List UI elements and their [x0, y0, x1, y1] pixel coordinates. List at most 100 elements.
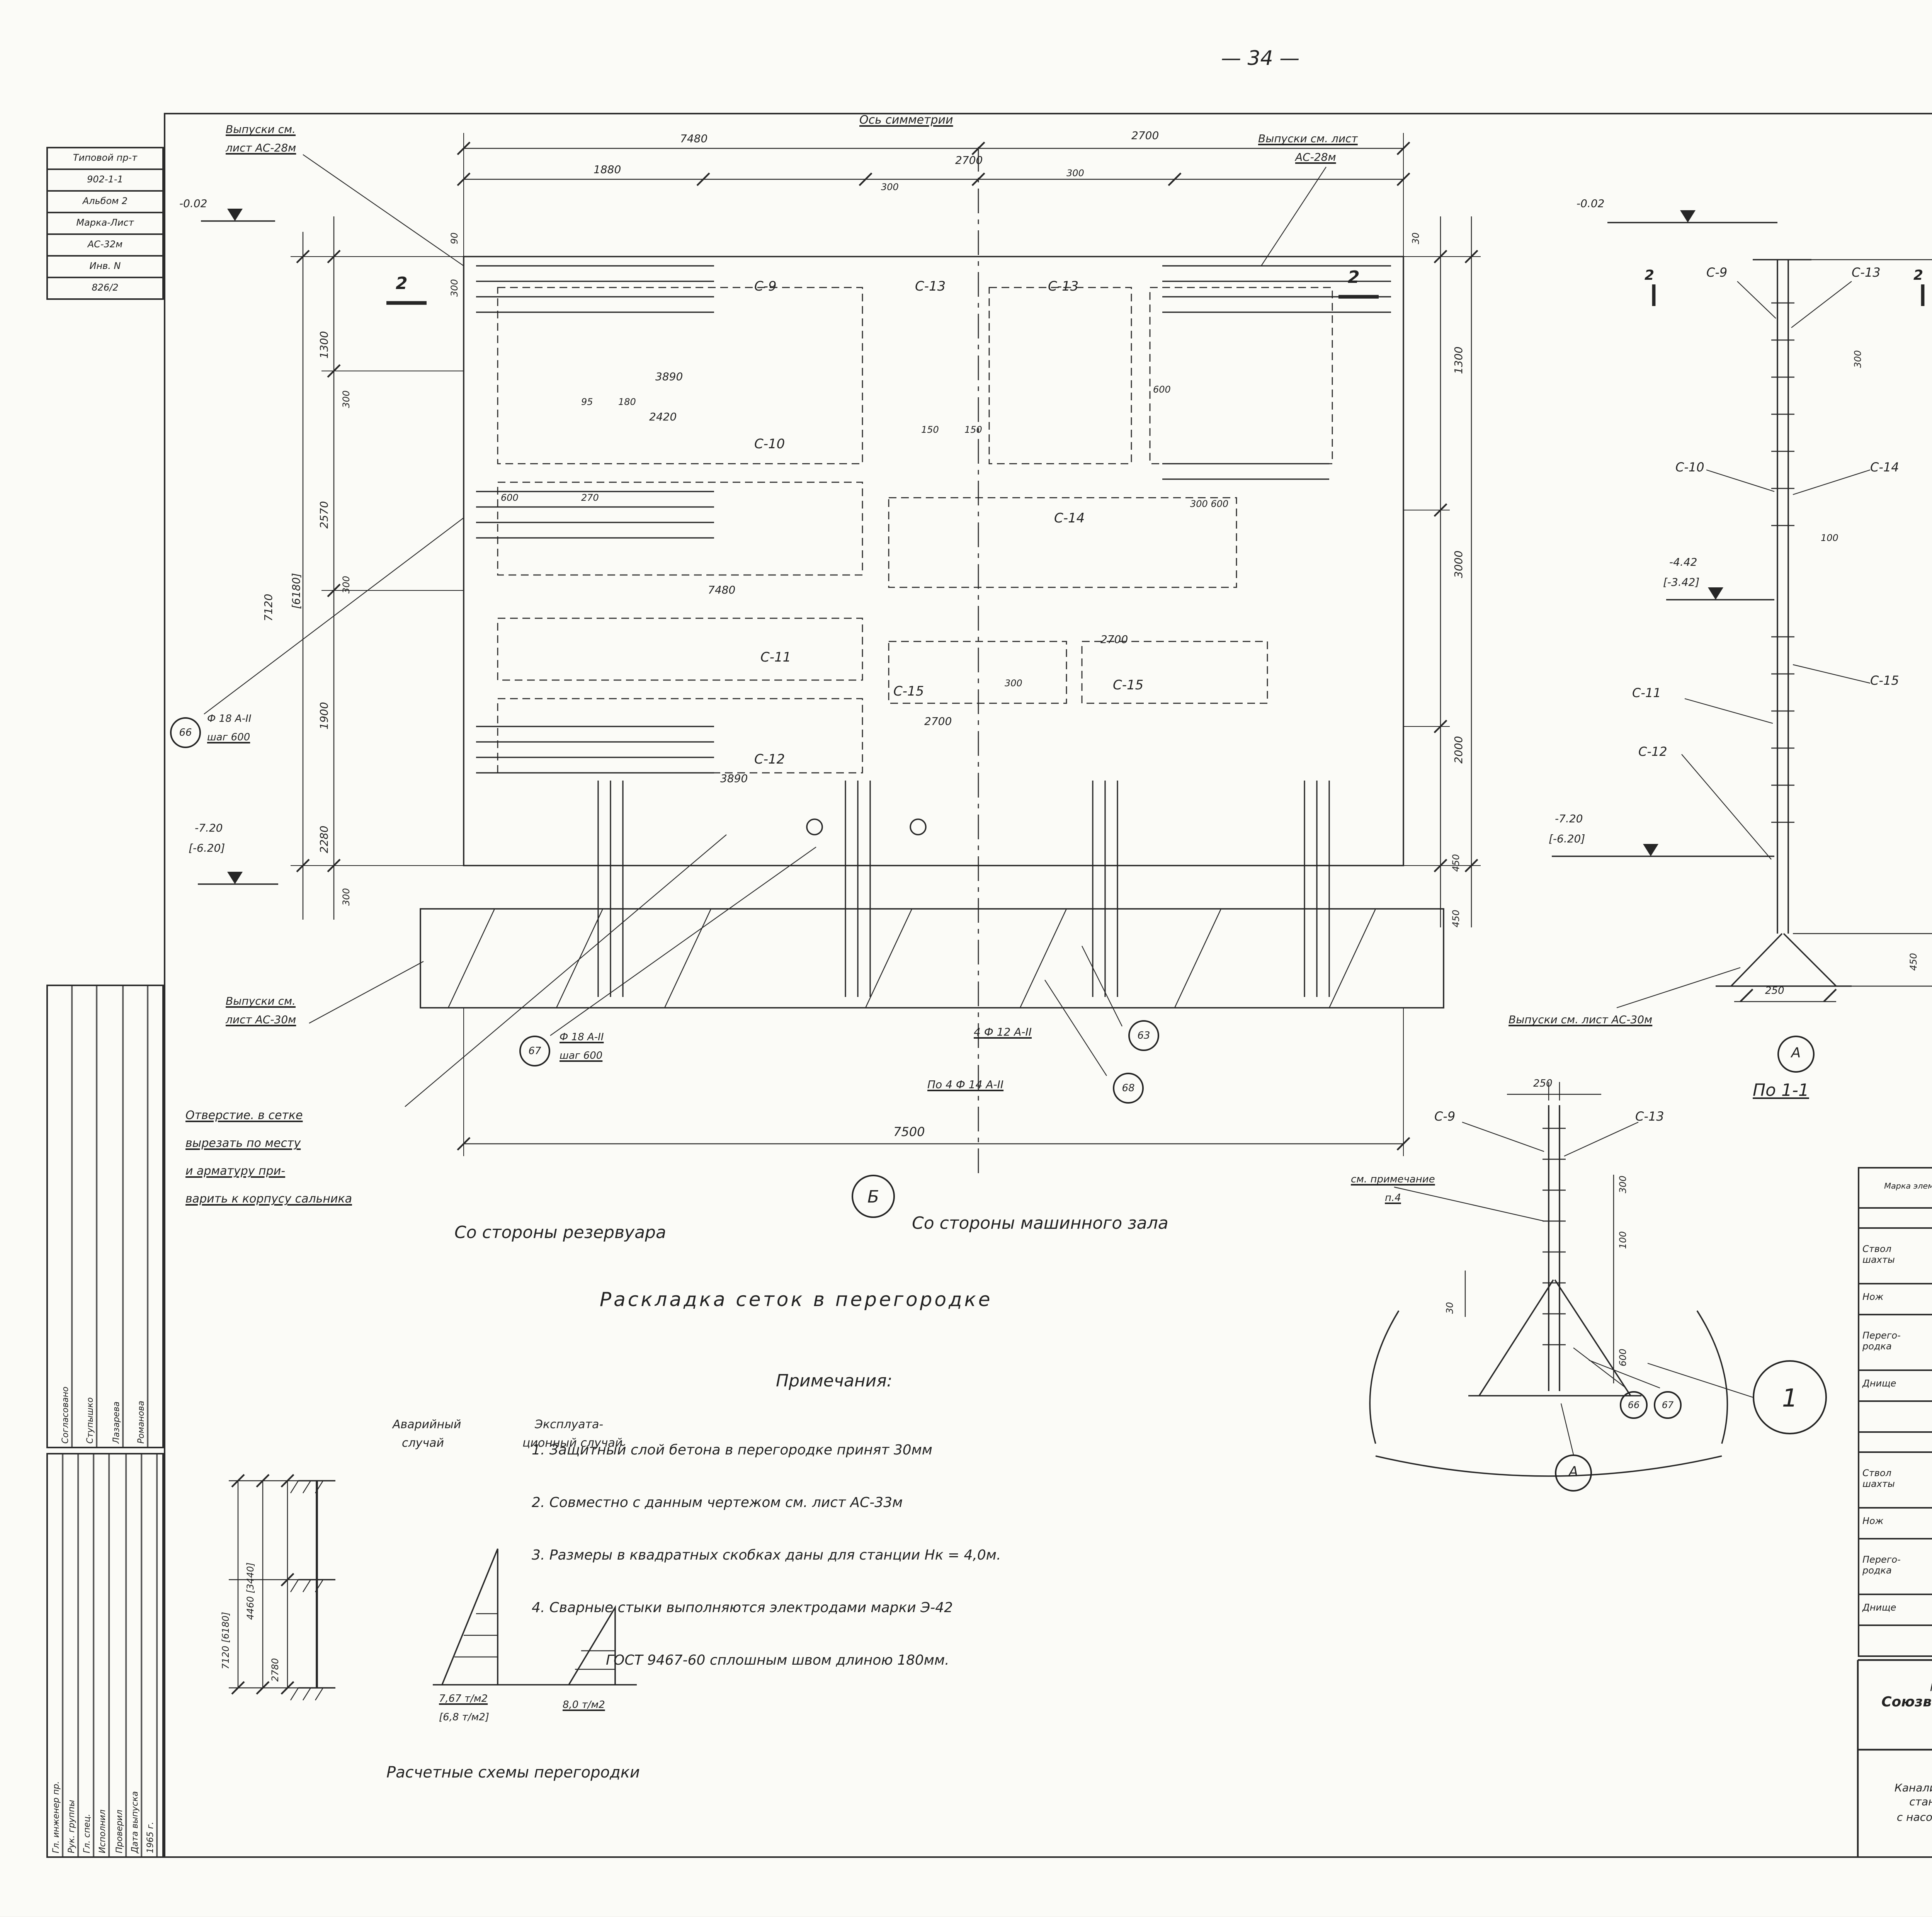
stamp-row: Типовой пр-т — [48, 148, 162, 170]
elevation-label: [-3.42] — [1663, 577, 1700, 589]
case-label: Эксплуата- — [535, 1417, 604, 1431]
mesh-label: С-15 — [1870, 674, 1899, 688]
dim-label: 300 — [1618, 1175, 1629, 1193]
mesh-label: С-14 — [1870, 461, 1899, 475]
view-marker: Б — [852, 1175, 895, 1218]
title-block-station: Канализационная насосная станция на 2 аг… — [1858, 1750, 1932, 1858]
dim-label: 2700 — [924, 716, 952, 728]
mesh-label: С-15 — [893, 685, 924, 700]
table-cell: Нож — [1858, 1507, 1932, 1539]
table-cell: Днище — [1858, 1370, 1932, 1402]
plan-note-vypuski-bottom: Выпуски см. — [226, 995, 296, 1008]
dim-label: 250 — [1533, 1077, 1553, 1090]
table-cell: Нож — [1858, 1283, 1932, 1315]
case-label: ционный случай — [522, 1436, 623, 1450]
sheet-frame — [164, 113, 1932, 1858]
plan-note-vypuski-bottom: лист АС-30м — [226, 1014, 296, 1026]
mesh-label: С-9 — [1706, 266, 1728, 280]
table-totals-label: Итого: — [1857, 1400, 1932, 1433]
rebar-label: шаг 600 — [207, 731, 250, 743]
load-label: 7,67 т/м2 — [439, 1692, 488, 1705]
elevation-label: [-6.20] — [1549, 833, 1585, 845]
dim-label: 1880 — [594, 164, 621, 176]
note-item: 1. Защитный слой бетона в перегородке пр… — [532, 1444, 932, 1459]
table-cell: Перего- родка — [1858, 1538, 1932, 1596]
load-label: [6,8 т/м2] — [439, 1711, 489, 1723]
notes-title: Примечания: — [776, 1371, 893, 1391]
dim-label: 1300 — [318, 331, 331, 359]
station-line: Канализационная насосная — [1894, 1783, 1932, 1795]
mesh-label: С-14 — [1054, 512, 1085, 527]
rebar-label: Ф 18 А-II — [560, 1031, 604, 1043]
dim-label: 2000 — [1453, 736, 1465, 764]
elevation-label: -7.20 — [1555, 813, 1583, 825]
node-marker: А — [1555, 1454, 1592, 1492]
table-section-header: [Нк = 4,0 м] — [1857, 1431, 1932, 1453]
dim-label: 7480 — [680, 133, 708, 145]
note-label: Выпуски см. лист АС-30м — [1509, 1014, 1653, 1026]
rebar-mark-circle: 67 — [519, 1036, 550, 1067]
dim-label: 300 — [342, 576, 352, 594]
dim-label: 300 — [342, 390, 352, 408]
dim-label: 450 — [1451, 910, 1462, 927]
mesh-label: С-9 — [1434, 1110, 1456, 1124]
stamp-entry: Проверил — [115, 1454, 126, 1856]
org-line: Госстрой СССР· — [1930, 1682, 1932, 1696]
dim-label: 600 — [1618, 1349, 1629, 1366]
stamp-entry: Ступышко — [87, 986, 98, 1447]
stamp-row: Альбом 2 — [48, 192, 162, 213]
dim-label: 2420 — [649, 411, 677, 424]
section-cut-mark: 2 — [396, 274, 408, 294]
dim-label: 30 — [1411, 232, 1422, 244]
elevation-label: -7.20 — [195, 822, 223, 835]
dim-label: 7120 — [263, 594, 275, 621]
dim-label: 270 — [581, 493, 599, 504]
stamp-row: 902-1-1 — [48, 170, 162, 192]
rebar-label: По 4 Ф 14 А-II — [927, 1079, 1004, 1091]
case-label: Аварийный — [393, 1417, 461, 1431]
dim-label: 1900 — [318, 702, 331, 730]
stamp-entry: Исполнил — [99, 1454, 111, 1856]
dim-label: 1300 — [1453, 346, 1465, 374]
section-cut-mark: 2 — [1645, 269, 1655, 284]
detail-number-circle: 1 — [1753, 1360, 1827, 1434]
case-label: случай — [402, 1436, 444, 1450]
rebar-label: 4 Ф 12 А-II — [974, 1026, 1032, 1039]
table-totals-label: Итого: — [1857, 1624, 1932, 1657]
stamp-entry: Лазарева — [112, 986, 123, 1447]
dim-label: 600 — [501, 493, 519, 504]
dim-label: 300 — [1853, 350, 1864, 368]
mesh-label: С-13 — [1635, 1110, 1664, 1124]
caption-title: Расчетные схемы перегородки — [386, 1765, 640, 1782]
dim-label: 600 — [1153, 385, 1171, 396]
dim-label: 30 — [1445, 1302, 1456, 1314]
hole-note: вырезать по месту — [185, 1136, 301, 1150]
stamp-row: Марка-Лист — [48, 213, 162, 235]
stamp-entry: Романова — [137, 986, 148, 1447]
load-label: 8,0 т/м2 — [563, 1699, 605, 1711]
elevation-label: [-6.20] — [189, 842, 225, 855]
dim-label: 450 — [1451, 854, 1462, 872]
dim-label: 250 — [1765, 985, 1784, 997]
note-item: 4. Сварные стыки выполняются электродами… — [532, 1601, 953, 1617]
dim-label: 300 600 — [1190, 499, 1229, 510]
stamp-row: АС-32м — [48, 235, 162, 257]
org-line: Союзводоканалпроект — [1881, 1696, 1932, 1711]
mesh-label: С-10 — [754, 437, 785, 453]
stamp-entry: Гл. спец. — [84, 1454, 95, 1856]
dim-label: 7480 — [708, 584, 736, 597]
plan-note-vypuski-top-left: лист АС-28м — [226, 142, 296, 155]
mesh-label: С-12 — [754, 753, 785, 768]
mesh-label: С-13 — [1852, 266, 1881, 280]
mesh-label: С-11 — [1632, 686, 1661, 700]
mesh-label: С-11 — [760, 651, 791, 666]
note-item: ГОСТ 9467-60 сплошным швом длиною 180мм. — [606, 1654, 949, 1669]
elevation-label: -4.42 — [1669, 556, 1697, 569]
dim-label: 2280 — [318, 825, 331, 853]
section-cut-mark: 2 — [1348, 267, 1360, 287]
caption: Со стороны машинного зала — [912, 1213, 1168, 1233]
dim-label: 100 — [1618, 1231, 1629, 1249]
rebar-mark-circle: 66 — [1620, 1391, 1648, 1419]
